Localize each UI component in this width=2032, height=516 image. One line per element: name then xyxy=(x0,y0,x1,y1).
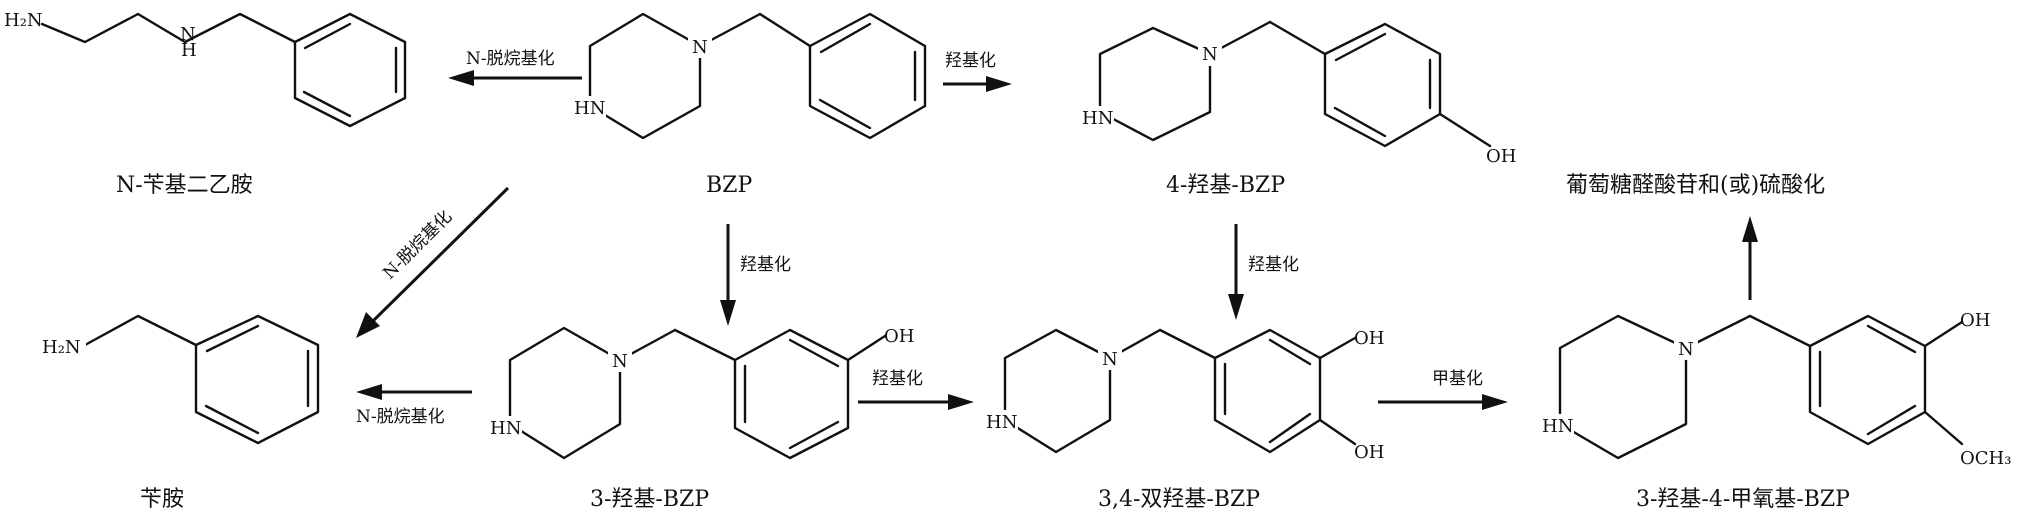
compound-name-3-4-dihydroxy-bzp: 3,4-双羟基-BZP xyxy=(1098,487,1260,512)
atom-label-n: N xyxy=(180,24,196,45)
compound-name-n-benzylethylenediamine: N-苄基二乙胺 xyxy=(116,173,253,198)
structure-3-hydroxy-bzp: N HN OH xyxy=(488,326,914,460)
reaction-label-hydroxylation: 羟基化 xyxy=(872,369,923,389)
atom-label-n: N xyxy=(1678,339,1694,360)
reaction-label-dealkylation: N-脱烷基化 xyxy=(356,407,445,427)
atom-label-h2n: H₂N xyxy=(4,10,43,31)
compound-name-4-hydroxy-bzp: 4-羟基-BZP xyxy=(1166,173,1285,198)
atom-label-och3: OCH₃ xyxy=(1960,448,2011,469)
atom-label-n: N xyxy=(1102,349,1118,370)
arrow-dealkylation-bottom: N-脱烷基化 xyxy=(356,384,472,427)
atom-label-oh: OH xyxy=(1354,328,1384,349)
arrow-conjugation xyxy=(1742,216,1758,300)
arrow-hydroxylation-bottom: 羟基化 xyxy=(858,369,974,410)
reaction-label-hydroxylation: 羟基化 xyxy=(945,51,996,71)
arrow-hydroxylation-top: 羟基化 xyxy=(943,51,1012,92)
atom-label-h: H xyxy=(181,40,197,61)
atom-label-n: N xyxy=(612,351,628,372)
atom-label-n: N xyxy=(692,37,708,58)
atom-label-hn: HN xyxy=(1542,416,1573,437)
structure-benzylamine: H₂N xyxy=(40,314,320,445)
structure-bzp: N HN xyxy=(572,12,927,140)
atom-label-oh: OH xyxy=(1960,310,1990,331)
arrow-dealkylation-diagonal: N-脱烷基化 xyxy=(356,186,510,338)
atom-label-hn: HN xyxy=(1082,108,1113,129)
compound-name-bzp: BZP xyxy=(706,173,752,198)
atom-label-oh: OH xyxy=(884,326,914,347)
reaction-label-hydroxylation: 羟基化 xyxy=(1248,255,1299,275)
reaction-label-dealkylation: N-脱烷基化 xyxy=(466,49,555,69)
atom-label-oh: OH xyxy=(1486,146,1516,167)
structure-n-benzylethylenediamine: H₂N H N xyxy=(4,10,407,128)
atom-label-n: N xyxy=(1202,44,1218,65)
compound-name-conjugation: 葡萄糖醛酸苷和(或)硫酸化 xyxy=(1566,173,1825,198)
atom-label-oh: OH xyxy=(1354,442,1384,463)
reaction-label-hydroxylation: 羟基化 xyxy=(740,255,791,275)
structure-3-hydroxy-4-methoxy-bzp: N HN OH OCH₃ xyxy=(1540,310,2011,469)
arrow-methylation: 甲基化 xyxy=(1378,369,1508,410)
atom-label-h2n: H₂N xyxy=(42,337,81,358)
reaction-label-methylation: 甲基化 xyxy=(1432,369,1483,389)
atom-label-hn: HN xyxy=(986,412,1017,433)
arrow-hydroxylation-down-left: 羟基化 xyxy=(720,224,791,326)
compound-name-3-hydroxy-4-methoxy-bzp: 3-羟基-4-甲氧基-BZP xyxy=(1636,487,1850,512)
compound-name-3-hydroxy-bzp: 3-羟基-BZP xyxy=(590,487,709,512)
structure-4-hydroxy-bzp: N HN OH xyxy=(1080,20,1516,167)
arrow-hydroxylation-down-right: 羟基化 xyxy=(1228,224,1299,320)
compound-name-benzylamine: 苄胺 xyxy=(140,487,184,512)
reaction-label-dealkylation: N-脱烷基化 xyxy=(379,207,456,284)
atom-label-hn: HN xyxy=(490,418,521,439)
atom-label-hn: HN xyxy=(574,98,605,119)
arrow-dealkylation-top: N-脱烷基化 xyxy=(448,49,582,86)
structure-3-4-dihydroxy-bzp: N HN OH OH xyxy=(984,328,1384,463)
